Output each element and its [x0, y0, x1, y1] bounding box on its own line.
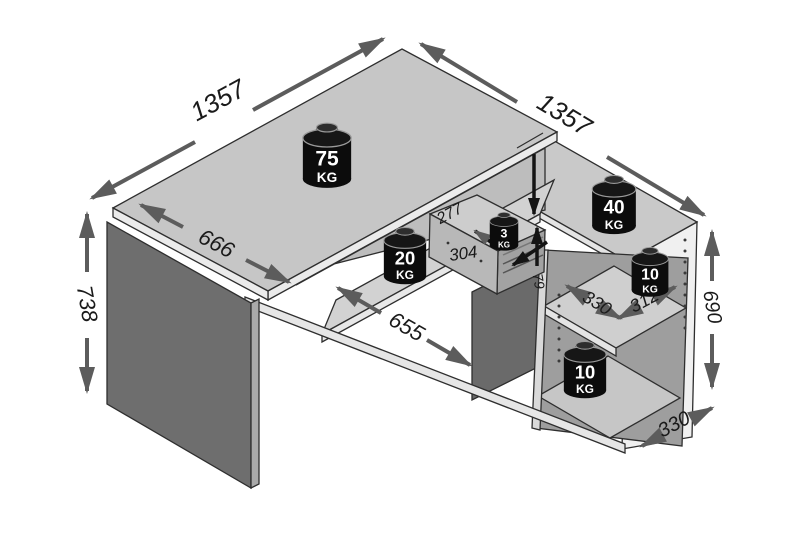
weight-unit: KG — [642, 284, 658, 295]
dim-arrow-desk-depth — [245, 258, 292, 284]
dim-label-desk-height: 738 — [72, 283, 103, 324]
dim-label-desk-length: 1357 — [185, 72, 251, 127]
weight-10kg-lower-icon: 10 KG — [563, 340, 607, 399]
weight-40kg-icon: 40 KG — [591, 174, 637, 235]
drawer-front-dot — [479, 259, 483, 263]
weight-unit: KG — [605, 218, 624, 232]
dim-label-return-height: 690 — [698, 289, 725, 326]
dimension-arrows — [79, 37, 720, 448]
weight-unit: KG — [498, 240, 510, 249]
dim-arrow-shelf-depth — [564, 284, 592, 306]
dim-arrow-front-edge — [425, 338, 473, 367]
weight-75kg-icon: 75 KG — [302, 122, 352, 188]
weight-value: 40 — [603, 198, 624, 219]
weight-20kg-icon: 20 KG — [383, 226, 427, 285]
weight-10kg-upper-icon: 10 KG — [631, 246, 669, 297]
shelf-pin-holes-divider — [557, 293, 561, 363]
drawer-front-dot — [446, 241, 450, 245]
dim-arrow-return-bottom-depth — [687, 406, 715, 427]
weight-value: 10 — [575, 361, 595, 382]
dim-arrow-return-length — [605, 155, 707, 217]
shelf-pin-holes-end-panel — [683, 238, 687, 330]
weight-unit: KG — [396, 268, 414, 282]
dim-arrow-front-edge — [335, 286, 383, 315]
weight-value: 75 — [315, 147, 339, 170]
dim-arrow-desk-length — [252, 37, 386, 112]
dim-label-drawer-gap: 79 — [530, 272, 548, 290]
dim-arrow-return-length — [418, 42, 519, 104]
weight-3kg-icon: 3 KG — [489, 212, 519, 251]
leg-panel-edge — [250, 297, 260, 490]
weight-value: 10 — [641, 267, 659, 284]
desktop-left-edge — [112, 206, 269, 302]
dim-arrow-return-bottom-depth — [639, 427, 667, 448]
dim-arrow-shelf-width — [616, 299, 644, 320]
weight-value: 3 — [501, 226, 508, 240]
dim-arrow-desk-length — [89, 140, 196, 200]
slide-diagonal-arrow — [511, 240, 548, 267]
desktop-seam — [516, 132, 544, 149]
weight-value: 20 — [395, 247, 415, 268]
weight-unit: KG — [576, 382, 594, 396]
weight-unit: KG — [317, 170, 337, 185]
divider-front-edge — [531, 249, 549, 431]
weight-icons: 75 KG 40 KG 20 KG — [302, 122, 669, 399]
dim-arrow-desk-depth — [138, 203, 184, 229]
dim-label-front-edge: 655 — [385, 306, 430, 346]
dim-label-drawer-front: 304 — [448, 242, 479, 265]
